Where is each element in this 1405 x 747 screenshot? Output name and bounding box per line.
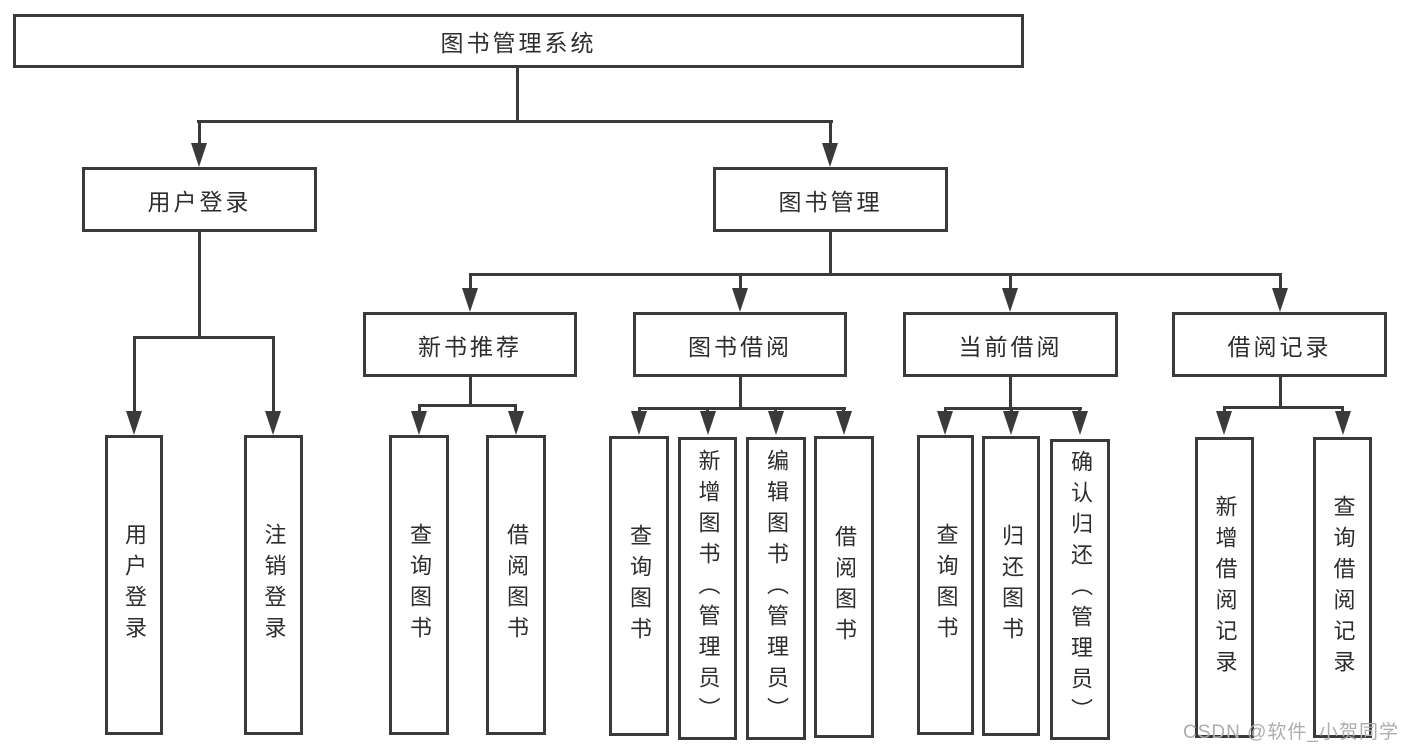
connector-line	[197, 120, 833, 123]
connector-line	[516, 68, 519, 122]
node-borrow-records: 借阅记录	[1172, 312, 1387, 377]
connector-line	[418, 404, 517, 407]
connector-line	[469, 377, 472, 406]
arrow-down-icon	[937, 411, 953, 435]
leaf-user-login-label: 用户登录	[122, 523, 147, 647]
node-user-login-label: 用户登录	[147, 188, 252, 215]
arrow-down-icon	[191, 143, 207, 167]
node-current-borrow-label: 当前借阅	[958, 333, 1063, 360]
leaf-query-books-current-label: 查询图书	[933, 523, 959, 647]
node-library-system: 图书管理系统	[13, 14, 1024, 68]
arrow-down-icon	[1216, 411, 1232, 435]
connector-line	[470, 273, 1282, 276]
connector-line	[774, 407, 777, 414]
arrow-down-icon	[508, 411, 524, 435]
connector-line	[133, 336, 275, 339]
arrow-down-icon	[1072, 411, 1088, 435]
leaf-add-books-admin-label: 新增图书（管理员）	[695, 449, 721, 728]
leaf-query-books-borrow: 查询图书	[609, 436, 669, 736]
connector-line	[514, 404, 517, 413]
leaf-add-books-admin: 新增图书（管理员）	[678, 437, 737, 740]
connector-line	[1223, 406, 1226, 414]
leaf-borrow-books: 借阅图书	[814, 436, 874, 738]
watermark: CSDN @软件_小贺同学	[1183, 722, 1399, 743]
connector-line	[272, 336, 275, 412]
connector-line	[133, 336, 136, 412]
connector-line	[418, 404, 421, 413]
leaf-return-books: 归还图书	[982, 436, 1040, 736]
node-library-system-label: 图书管理系统	[440, 30, 597, 56]
node-book-management-label: 图书管理	[778, 188, 883, 215]
connector-line	[638, 407, 846, 410]
leaf-return-books-label: 归还图书	[999, 524, 1024, 648]
connector-line	[842, 407, 845, 414]
node-current-borrow: 当前借阅	[903, 312, 1118, 377]
connector-line	[1341, 406, 1344, 414]
connector-line	[1078, 407, 1081, 414]
arrow-down-icon	[1002, 288, 1018, 312]
leaf-query-books-recommend: 查询图书	[389, 435, 449, 735]
leaf-edit-books-admin-label: 编辑图书（管理员）	[764, 449, 789, 728]
leaf-query-borrow-record-label: 查询借阅记录	[1330, 494, 1356, 681]
node-user-login: 用户登录	[82, 167, 317, 232]
connector-line	[739, 377, 742, 409]
arrow-down-icon	[1272, 288, 1288, 312]
node-new-book-recommend: 新书推荐	[363, 312, 577, 377]
connector-line	[469, 273, 472, 290]
leaf-add-borrow-record: 新增借阅记录	[1195, 437, 1254, 738]
connector-line	[944, 407, 947, 414]
leaf-add-borrow-record-label: 新增借阅记录	[1212, 494, 1238, 681]
arrow-down-icon	[732, 288, 748, 312]
leaf-borrow-books-label: 借阅图书	[832, 525, 857, 649]
node-borrow-records-label: 借阅记录	[1227, 333, 1332, 360]
connector-line	[706, 407, 709, 414]
connector-line	[1010, 407, 1013, 414]
arrow-down-icon	[631, 411, 647, 435]
connector-line	[1279, 273, 1282, 290]
arrow-down-icon	[126, 411, 142, 435]
leaf-confirm-return-admin-label: 确认归还（管理员）	[1068, 450, 1093, 729]
leaf-borrow-books-recommend-label: 借阅图书	[504, 523, 529, 647]
leaf-borrow-books-recommend: 借阅图书	[486, 435, 546, 735]
connector-line	[1223, 406, 1344, 409]
connector-line	[1009, 377, 1012, 409]
connector-line	[829, 120, 832, 148]
leaf-user-login: 用户登录	[105, 435, 163, 735]
arrow-down-icon	[700, 411, 716, 435]
arrow-down-icon	[822, 143, 838, 167]
arrow-down-icon	[265, 411, 281, 435]
leaf-logout-login: 注销登录	[244, 435, 303, 735]
connector-line	[1279, 377, 1282, 408]
arrow-down-icon	[836, 411, 852, 435]
connector-line	[638, 407, 641, 414]
leaf-query-books-recommend-label: 查询图书	[407, 523, 432, 647]
node-new-book-recommend-label: 新书推荐	[418, 333, 522, 360]
connector-line	[739, 273, 742, 290]
node-book-management: 图书管理	[713, 167, 948, 232]
arrow-down-icon	[1003, 411, 1019, 435]
arrow-down-icon	[768, 411, 784, 435]
connector-line	[198, 232, 201, 338]
arrow-down-icon	[462, 288, 478, 312]
leaf-query-books-current: 查询图书	[917, 435, 974, 735]
node-book-borrow-label: 图书借阅	[688, 333, 792, 360]
leaf-query-borrow-record: 查询借阅记录	[1313, 437, 1372, 738]
leaf-confirm-return-admin: 确认归还（管理员）	[1050, 439, 1110, 740]
connector-line	[198, 120, 201, 148]
arrow-down-icon	[411, 411, 427, 435]
connector-line	[1009, 273, 1012, 290]
leaf-query-books-borrow-label: 查询图书	[627, 524, 652, 648]
connector-line	[829, 232, 832, 275]
connector-line	[944, 407, 1082, 410]
leaf-logout-login-label: 注销登录	[261, 523, 287, 647]
arrow-down-icon	[1335, 411, 1351, 435]
node-book-borrow: 图书借阅	[633, 312, 847, 377]
leaf-edit-books-admin: 编辑图书（管理员）	[746, 437, 806, 740]
